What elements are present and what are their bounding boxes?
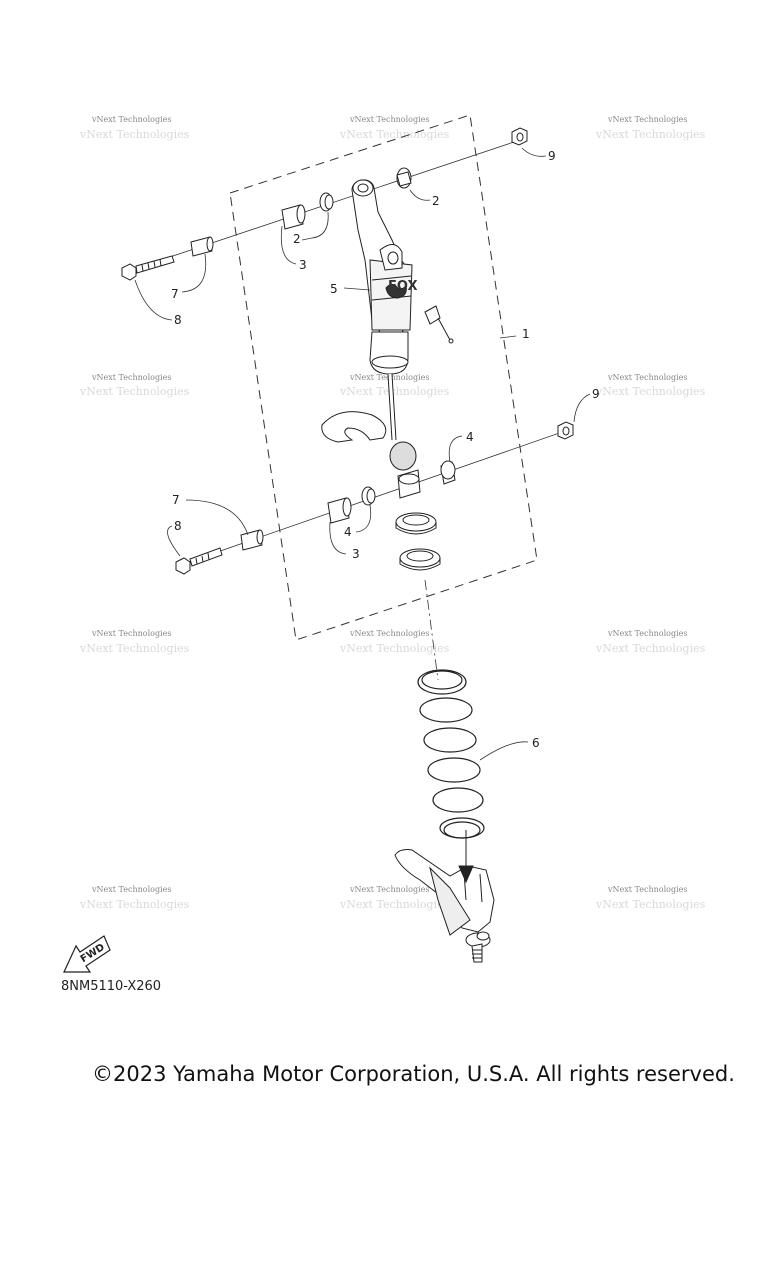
nut-upper <box>511 127 528 146</box>
collar-upper <box>190 236 214 257</box>
parts-diagram: vNext Technologies vNext Technologies vN… <box>63 114 706 973</box>
callout-9-lower: 9 <box>592 387 600 401</box>
callout-1: 1 <box>522 327 530 341</box>
watermark-ghost: vNext Technologies <box>339 385 450 398</box>
watermark-ghost: vNext Technologies <box>79 128 190 141</box>
watermark: vNext Technologies <box>91 373 171 382</box>
callout-4-right: 4 <box>466 430 474 444</box>
callout-3-upper: 3 <box>299 258 307 272</box>
lock-nut-lower <box>399 548 441 571</box>
diagram-code: 8NM5110-X260 <box>61 979 162 994</box>
watermark: vNext Technologies <box>607 115 687 124</box>
watermark-ghost: vNext Technologies <box>595 642 706 655</box>
watermark-ghost: vNext Technologies <box>339 128 450 141</box>
shock-absorber <box>351 179 454 471</box>
callout-2-left: 2 <box>293 232 301 246</box>
watermark: vNext Technologies <box>607 629 687 638</box>
watermark: vNext Technologies <box>349 629 429 638</box>
watermark: vNext Technologies <box>607 885 687 894</box>
watermark: vNext Technologies <box>91 115 171 124</box>
bolt-upper <box>121 255 175 281</box>
watermark-ghost: vNext Technologies <box>339 898 450 911</box>
watermark-ghost: vNext Technologies <box>79 642 190 655</box>
spacer-lower-right <box>440 460 456 485</box>
callout-5: 5 <box>330 282 338 296</box>
leader-lines <box>134 147 591 761</box>
coil-spring <box>417 669 485 839</box>
watermark-ghost: vNext Technologies <box>595 128 706 141</box>
assembly-boundary <box>229 114 538 641</box>
callout-9-upper: 9 <box>548 149 556 163</box>
watermark-ghost: vNext Technologies <box>339 642 450 655</box>
spacer-lower-left <box>361 486 376 506</box>
watermark: vNext Technologies <box>607 373 687 382</box>
spacer-upper-right <box>396 167 412 189</box>
watermark-ghost: vNext Technologies <box>595 385 706 398</box>
callout-7-upper: 7 <box>171 287 179 301</box>
fwd-arrow-icon <box>63 935 111 973</box>
callout-7-lower: 7 <box>172 493 180 507</box>
spring-axis-line <box>424 579 439 681</box>
watermark-group: vNext Technologies vNext Technologies vN… <box>79 115 706 911</box>
bushing-upper <box>281 204 306 230</box>
callout-8-upper: 8 <box>174 313 182 327</box>
bushing-lower <box>327 497 352 524</box>
watermark: vNext Technologies <box>349 115 429 124</box>
shock-logo: FOX <box>388 279 418 294</box>
direction-arrow <box>458 830 474 884</box>
nut-lower <box>557 421 574 440</box>
callout-2-right: 2 <box>432 194 440 208</box>
callout-3-lower: 3 <box>352 547 360 561</box>
watermark-ghost: vNext Technologies <box>79 385 190 398</box>
watermark: vNext Technologies <box>349 885 429 894</box>
callout-6: 6 <box>532 736 540 750</box>
watermark-ghost: vNext Technologies <box>79 898 190 911</box>
collar-lower <box>240 529 264 551</box>
callout-8-lower: 8 <box>174 519 182 533</box>
spacer-upper-left <box>319 192 334 212</box>
callout-4-left: 4 <box>344 525 352 539</box>
spring-seat <box>321 411 387 443</box>
copyright-notice: ©2023 Yamaha Motor Corporation, U.S.A. A… <box>92 1062 735 1086</box>
lock-nut-upper <box>395 512 437 535</box>
watermark: vNext Technologies <box>91 629 171 638</box>
bolt-lower <box>175 547 223 575</box>
watermark-ghost: vNext Technologies <box>595 898 706 911</box>
lower-eye <box>397 469 421 499</box>
watermark: vNext Technologies <box>91 885 171 894</box>
